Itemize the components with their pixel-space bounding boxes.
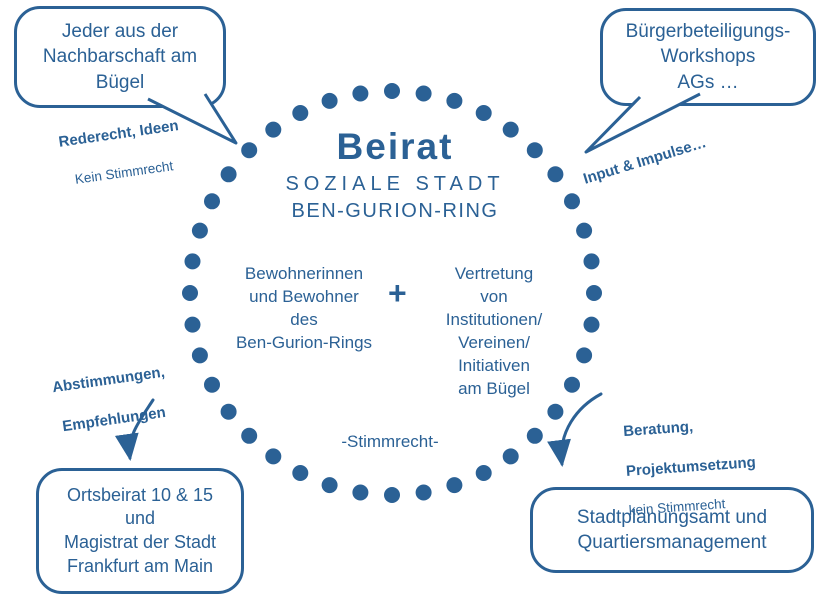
circle-dot <box>526 142 543 159</box>
speech-bubble-workshops-text: Bürgerbeteiligungs- Workshops AGs … <box>625 21 791 93</box>
circle-dot <box>265 121 282 138</box>
circle-dot <box>384 487 400 503</box>
circle-dot <box>415 85 432 102</box>
annotation-left-bold-2: Empfehlungen <box>61 404 167 436</box>
circle-dot <box>292 465 309 481</box>
circle-dot <box>564 193 580 210</box>
annotation-top-left: Rederecht, Ideen Kein Stimmrecht <box>45 95 197 211</box>
circle-dot <box>191 222 208 239</box>
members-residents-text: Bewohnerinnen und Bewohner des Ben-Gurio… <box>235 264 373 352</box>
members-institutions-text: Vertretung von Institutionen/ Vereinen/ … <box>445 264 543 398</box>
circle-dot <box>352 484 369 501</box>
circle-dot <box>265 448 282 465</box>
circle-dot <box>292 105 309 121</box>
annotation-right: Beratung, Projektumsetzung kein Stimmrec… <box>621 391 790 539</box>
circle-dot <box>446 477 463 494</box>
annotation-top-right: Input & Impulse… <box>575 105 746 209</box>
box-stadtplanungsamt-text: Stadtplanungsamt und Quartiersmanagement <box>576 506 768 553</box>
speech-bubble-neighborhood: Jeder aus der Nachbarschaft am Bügel <box>14 6 226 108</box>
circle-subtitle-soziale-stadt: SOZIALE STADT <box>285 173 505 195</box>
circle-dot <box>384 83 400 99</box>
circle-dot <box>321 92 338 109</box>
circle-dot <box>475 105 492 121</box>
circle-dot <box>204 376 220 393</box>
circle-dot <box>191 347 208 364</box>
annotation-top-left-bold: Rederecht, Ideen <box>57 117 180 152</box>
circle-dot <box>446 92 463 109</box>
plus-icon: + <box>388 275 407 311</box>
circle-dot <box>547 166 564 183</box>
speech-bubble-neighborhood-text: Jeder aus der Nachbarschaft am Bügel <box>42 21 198 93</box>
circle-dot <box>415 484 432 501</box>
box-ortsbeirat-magistrat-text: Ortsbeirat 10 & 15 und Magistrat der Sta… <box>63 484 217 576</box>
annotation-top-left-regular: Kein Stimmrecht <box>73 158 175 188</box>
speech-bubble-workshops: Bürgerbeteiligungs- Workshops AGs … <box>600 8 816 106</box>
circle-dot <box>583 253 600 270</box>
box-ortsbeirat-magistrat: Ortsbeirat 10 & 15 und Magistrat der Sta… <box>36 468 244 594</box>
box-stadtplanungsamt: Stadtplanungsamt und Quartiersmanagement <box>530 487 814 573</box>
circle-dot <box>184 253 201 270</box>
circle-dot <box>220 166 237 183</box>
circle-dot <box>241 142 258 159</box>
annotation-left: Abstimmungen, Empfehlungen <box>35 341 188 459</box>
annotation-right-regular: kein Stimmrecht <box>628 495 726 518</box>
arrow-right-down-icon <box>547 392 603 467</box>
circle-subtitle-ben-gurion-ring: BEN-GURION-RING <box>291 200 499 222</box>
voting-right-label: -Stimmrecht- <box>341 432 439 451</box>
circle-dot <box>182 285 198 301</box>
circle-dot <box>204 193 220 210</box>
circle-dot <box>502 448 519 465</box>
circle-dot <box>321 477 338 494</box>
circle-dot <box>526 427 543 444</box>
annotation-right-bold-2: Projektumsetzung <box>625 454 757 481</box>
circle-dot <box>586 285 602 301</box>
circle-dot <box>583 316 600 333</box>
circle-dot <box>241 427 258 444</box>
circle-title: Beirat <box>336 126 454 167</box>
circle-dot <box>576 347 593 364</box>
annotation-right-bold-1: Beratung, <box>622 418 694 441</box>
circle-dot <box>352 85 369 102</box>
annotation-left-bold-1: Abstimmungen, <box>51 364 166 397</box>
circle-dot <box>220 403 237 420</box>
annotation-top-right-bold: Input & Impulse… <box>581 134 709 189</box>
circle-dot <box>547 403 564 420</box>
circle-dot <box>184 316 201 333</box>
circle-dot <box>475 465 492 481</box>
circle-dot <box>576 222 593 239</box>
